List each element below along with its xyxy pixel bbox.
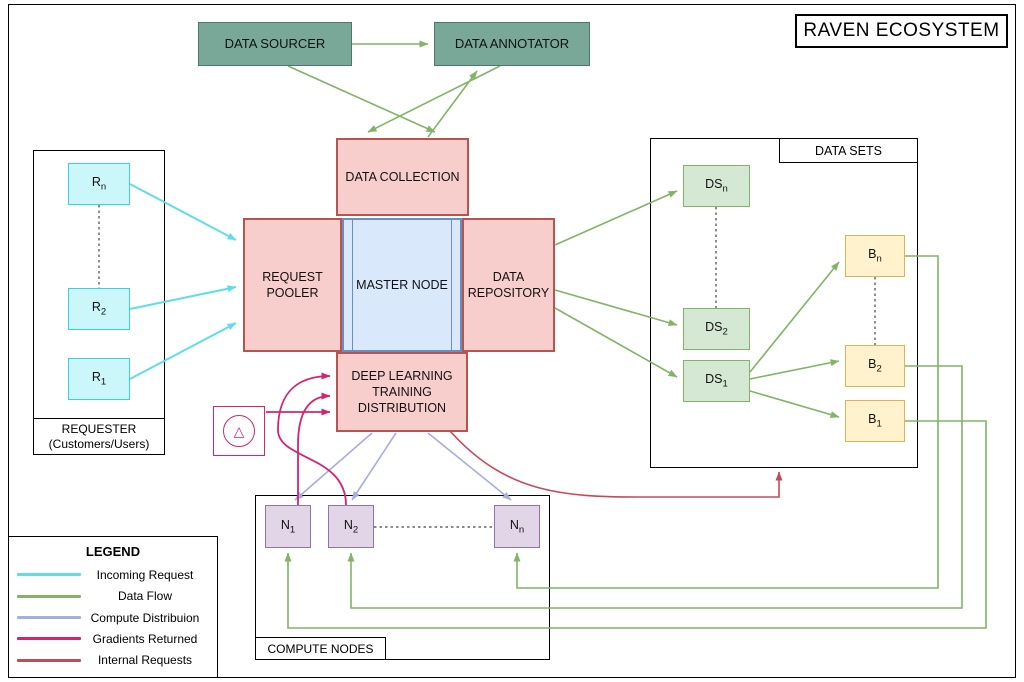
node-n-2: N2 (328, 505, 374, 548)
node-deep-learning-training-distribution: DEEP LEARNING TRAINING DISTRIBUTION (336, 352, 468, 432)
node-ds-2-label: DS2 (705, 320, 728, 338)
node-b-2: B2 (845, 345, 905, 387)
diagram-title: RAVEN ECOSYSTEM (795, 14, 1008, 48)
node-n-1-label: N1 (280, 517, 296, 536)
node-r-2-label: R2 (91, 300, 107, 318)
node-b-2-label: B2 (868, 357, 882, 375)
node-ds-2: DS2 (683, 308, 750, 350)
legend-label-incoming-request: Incoming Request (96, 567, 194, 582)
legend-label-internal-requests: Internal Requests (97, 653, 193, 668)
legend-label-gradients-returned: Gradients Returned (92, 631, 198, 646)
node-r-n: Rn (68, 163, 130, 205)
node-r-1-label: R1 (91, 370, 107, 388)
node-data-sourcer: DATA SOURCER (198, 22, 352, 66)
legend-item: Incoming Request (17, 564, 209, 585)
node-data-sourcer-label: DATA SOURCER (224, 35, 326, 51)
legend-item: Gradients Returned (17, 628, 209, 649)
compute-nodes-title: COMPUTE NODES (256, 637, 386, 659)
legend-label-compute-distribution: Compute Distribuion (90, 610, 200, 625)
legend-item: Compute Distribuion (17, 607, 209, 628)
node-data-repository: DATA REPOSITORY (462, 218, 555, 352)
node-b-1: B1 (845, 400, 905, 442)
datasets-title: DATA SETS (779, 139, 917, 163)
node-ds-n-label: DSn (705, 177, 728, 195)
node-r-2: R2 (68, 288, 130, 330)
node-master-node-label: MASTER NODE (356, 277, 448, 292)
node-n-1: N1 (265, 505, 311, 548)
requester-subtitle: (Customers/Users) (48, 436, 150, 451)
node-r-1: R1 (68, 358, 130, 400)
node-ds-1-label: DS1 (705, 372, 728, 390)
legend-item: Internal Requests (17, 650, 209, 671)
requester-label: REQUESTER (Customers/Users) (34, 418, 164, 454)
legend-swatch-compute-distribution (17, 616, 81, 620)
node-data-collection-label: DATA COLLECTION (345, 169, 460, 184)
legend-swatch-gradients-returned (17, 637, 81, 641)
legend-title: LEGEND (85, 544, 141, 559)
node-data-repository-label: DATA REPOSITORY (467, 269, 550, 300)
legend-label-data-flow: Data Flow (117, 589, 173, 604)
legend-swatch-internal-requests (17, 658, 81, 662)
node-data-annotator: DATA ANNOTATOR (434, 22, 590, 66)
node-data-annotator-label: DATA ANNOTATOR (454, 35, 570, 51)
node-b-n-label: Bn (868, 247, 882, 265)
legend-item: Data Flow (17, 585, 209, 606)
node-r-n-label: Rn (91, 175, 107, 193)
legend-swatch-data-flow (17, 594, 81, 598)
diagram-border (8, 4, 1016, 678)
node-request-pooler: REQUEST POOLER (243, 218, 342, 352)
node-data-collection: DATA COLLECTION (336, 138, 469, 216)
node-b-n: Bn (845, 235, 905, 277)
legend: LEGEND Incoming Request Data Flow Comput… (8, 536, 218, 678)
delta-icon: △ (233, 423, 245, 439)
node-master-node: MASTER NODE (342, 218, 462, 352)
gradient-aggregator: △ (223, 415, 255, 447)
node-ds-1: DS1 (683, 360, 750, 402)
node-request-pooler-label: REQUEST POOLER (262, 269, 323, 300)
node-n-n: Nn (494, 505, 540, 548)
node-b-1-label: B1 (868, 412, 882, 430)
gradient-aggregator-box: △ (213, 406, 265, 456)
node-n-2-label: N2 (343, 517, 359, 536)
node-n-n-label: Nn (509, 517, 525, 536)
requester-title: REQUESTER (61, 421, 137, 436)
node-ds-n: DSn (683, 165, 750, 207)
legend-swatch-incoming-request (17, 573, 81, 577)
node-deep-learning-label: DEEP LEARNING TRAINING DISTRIBUTION (351, 368, 453, 416)
